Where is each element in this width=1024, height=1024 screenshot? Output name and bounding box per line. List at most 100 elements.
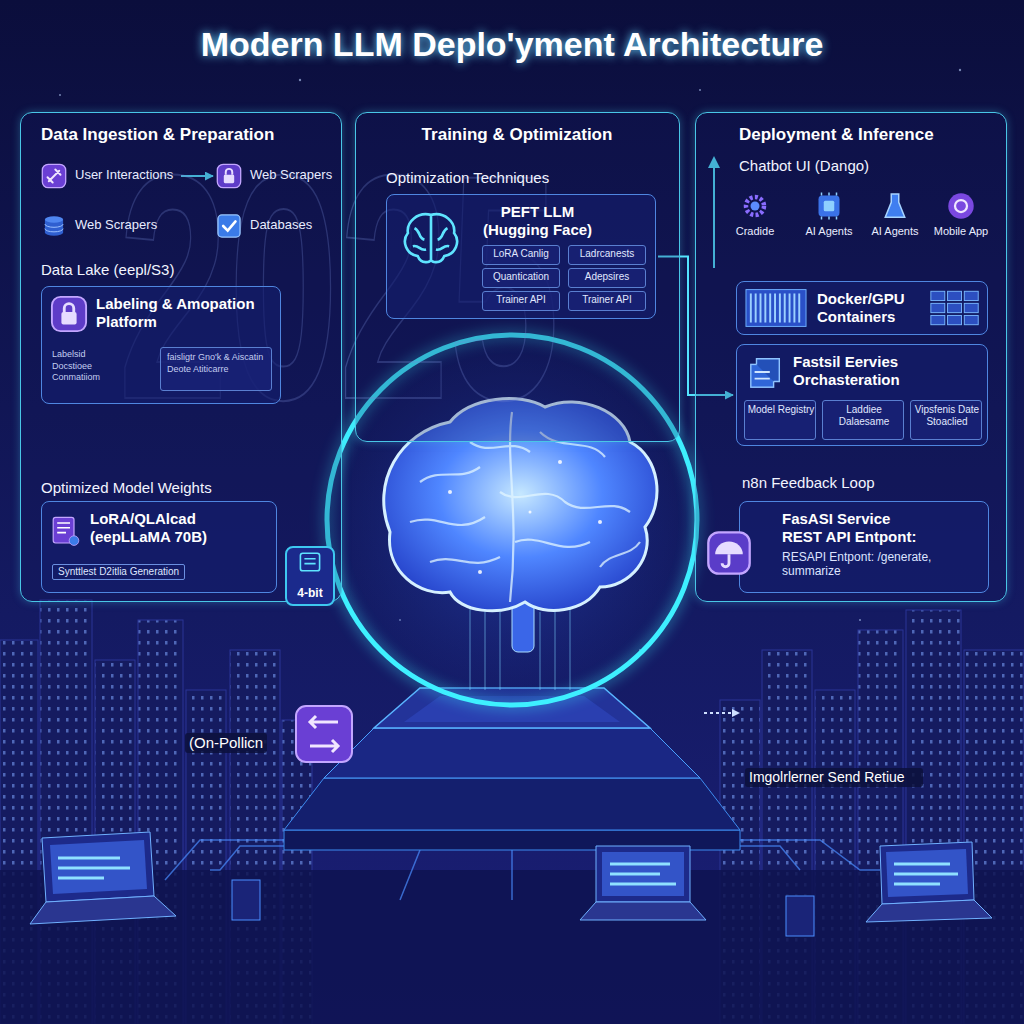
decor-path xyxy=(64,304,74,313)
title: Modern LLM Deplo'yment Architecture xyxy=(0,24,1024,65)
node-text: Adepsires xyxy=(569,271,645,283)
decor-circle xyxy=(299,79,301,81)
decor-ellipse xyxy=(45,216,63,223)
decor-g xyxy=(448,460,602,574)
node-text: Web Scrapers xyxy=(250,167,332,183)
decor-rect xyxy=(708,532,749,573)
decor-rect xyxy=(964,303,978,312)
node-text: Chatbot UI (Dango) xyxy=(739,157,979,175)
node-text: LoRA Canlig xyxy=(483,248,559,260)
decor-path xyxy=(722,554,729,567)
decor-path xyxy=(511,850,513,900)
node-text: Data Ingestion & Preparation xyxy=(41,125,336,145)
decor-circle xyxy=(955,200,967,212)
source-item: Web Scrapers xyxy=(41,211,162,241)
decor-polygon xyxy=(602,852,684,896)
process-box: Docker/GPU Containers xyxy=(736,281,988,335)
cell-box: Ladrcanests xyxy=(568,245,646,265)
decor-path xyxy=(822,193,837,220)
node-text: Optimization Techniques xyxy=(386,169,646,187)
decor-path xyxy=(704,712,734,714)
node-text: PEFT LLM (Hugging Face) xyxy=(475,203,600,239)
decor-path xyxy=(45,224,63,232)
dashed-arrow xyxy=(704,709,740,717)
decor-path xyxy=(555,608,556,690)
decor-path xyxy=(210,846,284,870)
decor-circle xyxy=(598,520,602,524)
decor-path xyxy=(57,523,70,533)
decor-circle xyxy=(959,69,961,71)
decor-circle xyxy=(69,536,79,546)
node-text: Vipsfenis Date Stoaclied xyxy=(913,404,981,428)
decor-path xyxy=(165,840,284,880)
decor-path xyxy=(760,293,762,322)
decor-path xyxy=(310,716,338,752)
decor-path xyxy=(515,540,590,547)
ring-icon xyxy=(946,191,976,221)
node-text: Web Scrapers xyxy=(75,217,157,233)
node-text: AI Agents xyxy=(797,225,861,238)
decor-path xyxy=(610,864,676,884)
decor-rect xyxy=(931,291,945,300)
decor-rect xyxy=(964,291,978,300)
lock-icon xyxy=(216,163,242,189)
decor-circle xyxy=(746,197,764,215)
node-text: Docker/GPU Containers xyxy=(817,290,927,326)
decor-rect xyxy=(786,896,814,936)
decor-path xyxy=(600,542,640,567)
decor-path xyxy=(500,492,630,512)
decor-path xyxy=(793,293,795,322)
decor-rect xyxy=(931,315,945,324)
cell-box: Model Registry xyxy=(744,400,816,440)
annotation: (On-Pollicn xyxy=(185,733,267,753)
process-box: PEFT LLM (Hugging Face) LoRA Canlig Ladrca… xyxy=(386,194,656,319)
decor-polygon xyxy=(596,846,690,902)
decor-path xyxy=(540,612,541,690)
source-item: Web Scrapers xyxy=(216,161,337,191)
decor-rect xyxy=(300,553,319,571)
decor-rect xyxy=(948,315,962,324)
source-item: Databases xyxy=(216,211,317,241)
decor-circle xyxy=(558,460,562,464)
decor-circle xyxy=(59,94,61,96)
decor-path xyxy=(798,293,800,322)
umbrella-icon xyxy=(706,530,752,576)
decor-path xyxy=(485,610,486,690)
node-text: User Interactions xyxy=(75,167,173,183)
chip-icon xyxy=(814,191,844,221)
node-text: Quantication xyxy=(483,271,559,283)
decor-path xyxy=(894,864,958,884)
node-text: Laddiee Dalaesame xyxy=(825,404,903,428)
decor-rect xyxy=(964,315,978,324)
decor-path xyxy=(223,221,235,230)
grid-icon xyxy=(929,289,981,327)
cell-box: Vipsfenis Date Stoaclied xyxy=(910,400,982,440)
decor-rect xyxy=(296,706,352,762)
decor-path xyxy=(750,293,752,322)
decor-path xyxy=(48,170,61,183)
decor-circle xyxy=(751,202,760,211)
client-item: Mobile App xyxy=(929,191,993,244)
badge-icon xyxy=(294,550,326,582)
panel: Deployment & InferenceChatbot UI (Dango)… xyxy=(695,112,1007,602)
platform xyxy=(284,688,740,850)
node-text: Data Lake (eepl/S3) xyxy=(41,261,261,279)
decor-rect xyxy=(217,164,240,187)
decor-path xyxy=(755,372,770,379)
decor-circle xyxy=(478,570,482,574)
lock-icon xyxy=(50,295,88,333)
process-box: n8n Feedback LoopFasASI Service REST API… xyxy=(739,501,989,593)
cell-box: Trainer API xyxy=(482,291,560,311)
process-box: Fastsil Eervies OrchasterationModel Regi… xyxy=(736,344,988,446)
decor-path xyxy=(885,194,905,217)
decor-polygon xyxy=(732,709,740,717)
decor-rect xyxy=(42,164,65,187)
decor-path xyxy=(740,846,800,870)
badge-box: 4-bit xyxy=(285,546,335,606)
decor-rect xyxy=(948,291,962,300)
client-item: AI Agents xyxy=(863,191,927,244)
decor-path xyxy=(764,293,766,322)
panel: Data Ingestion & PreparationData Lake (e… xyxy=(20,112,342,602)
process-box: Labeling & Amopation PlatformLabelsid Do… xyxy=(41,286,281,404)
node-text: Cradide xyxy=(723,225,787,238)
